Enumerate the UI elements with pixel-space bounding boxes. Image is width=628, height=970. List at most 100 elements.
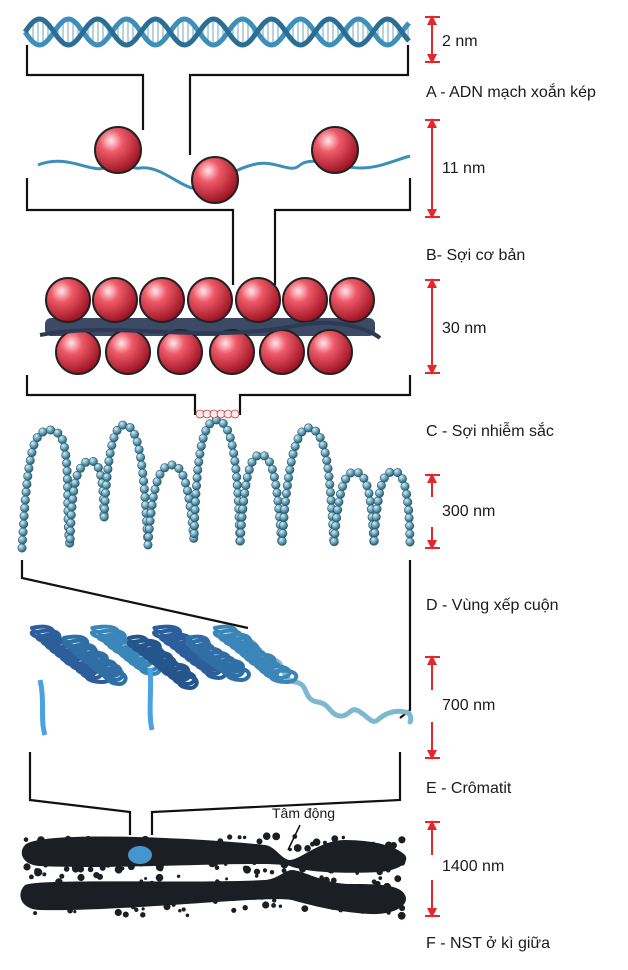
nucleosome-3: [311, 126, 359, 174]
chromatin-granule: [27, 892, 35, 900]
chromatin-granule: [281, 868, 287, 874]
fiber-bead: [62, 474, 72, 484]
fiber-bead: [297, 427, 307, 437]
chromatin-granule: [303, 891, 309, 897]
fiber-bead: [315, 433, 325, 443]
chromatin-granule: [339, 903, 344, 909]
fiber-bead: [231, 464, 241, 474]
fiber-bead: [280, 496, 290, 506]
chromatin-granule: [277, 889, 281, 893]
fiber-bead: [240, 488, 250, 498]
fiber-bead: [17, 543, 27, 553]
connector-c-d-right: [238, 375, 412, 415]
fiber-bead: [22, 479, 32, 489]
chromatin-granule: [295, 890, 304, 899]
chromatin-granule: [381, 888, 386, 893]
chromatin-granule: [189, 854, 196, 861]
fiber-bead: [279, 512, 289, 522]
fiber-bead: [23, 471, 33, 481]
nucleosome-top-4: [187, 277, 233, 323]
chromatin-granule: [327, 898, 331, 903]
fiber-bead: [244, 465, 254, 475]
nucleosome-top-3: [139, 277, 185, 323]
chromatin-granule: [128, 881, 134, 887]
chromatin-granule: [231, 907, 237, 913]
chromatin-granule: [139, 879, 144, 883]
chromatin-granule: [52, 896, 59, 903]
fiber-bead: [325, 487, 335, 497]
fiber-bead: [278, 528, 288, 538]
chromatin-granule: [367, 889, 373, 896]
chromatin-granule: [375, 902, 381, 908]
chromatin-granule: [312, 838, 321, 846]
fiber-bead: [229, 448, 239, 458]
fiber-bead: [125, 423, 135, 433]
sister-chromatid-bottom: [20, 870, 406, 915]
chromatin-granule: [242, 865, 249, 871]
chromatin-granule: [250, 892, 258, 900]
fiber-bead: [404, 505, 414, 515]
scale-bar-d: [425, 473, 440, 550]
fiber-bead: [132, 437, 142, 447]
solenoid-strand: [39, 320, 382, 340]
fiber-bead: [76, 463, 86, 473]
chromatin-granule: [313, 894, 319, 900]
chromatin-granule: [377, 843, 381, 847]
chromatin-granule: [240, 855, 246, 862]
fiber-bead: [19, 519, 29, 529]
chromatin-granule: [246, 844, 254, 851]
chromatin-granule: [141, 907, 145, 911]
chromatin-granule: [319, 875, 324, 880]
chromatin-granule: [114, 908, 122, 917]
centromere-highlight: [128, 846, 152, 864]
fiber-bead: [100, 504, 110, 514]
fiber-bead: [192, 473, 202, 483]
nucleosome-bottom-2: [105, 329, 151, 375]
chromatin-granule: [161, 883, 167, 890]
fiber-bead: [195, 449, 205, 459]
fiber-bead: [373, 496, 383, 506]
fiber-bead: [232, 480, 242, 490]
chromatin-granule: [87, 866, 94, 873]
fiber-bead: [140, 492, 150, 502]
fiber-bead: [146, 508, 156, 518]
chromatin-granule: [360, 910, 365, 914]
chromatin-granule: [242, 905, 248, 911]
fiber-bead: [65, 534, 75, 544]
fiber-bead: [138, 468, 148, 478]
chromatin-granule: [150, 837, 156, 843]
scale-bars: [425, 14, 440, 918]
fiber-bead: [282, 481, 292, 491]
chromatin-granule: [270, 880, 275, 885]
fiber-bead: [280, 504, 290, 514]
chromatin-granule: [379, 899, 384, 904]
stage-label-b: B- Sợi cơ bản: [426, 247, 526, 264]
chromatin-granule: [323, 862, 330, 869]
chromatin-granule: [301, 876, 308, 884]
chromatin-granule: [214, 865, 220, 871]
chromatin-granule: [50, 853, 56, 859]
chromatin-granule: [155, 873, 164, 882]
fiber-bead: [174, 463, 184, 473]
connector-a-b-right: [188, 45, 410, 155]
scale-bar-f: [425, 820, 440, 918]
nucleosome-fiber: [37, 126, 411, 204]
highlighted-bead: [230, 409, 240, 419]
chromatin-granule: [104, 840, 112, 849]
fiber-bead: [218, 418, 228, 428]
fiber-bead: [21, 487, 31, 497]
nucleosome-bottom-1: [55, 329, 101, 375]
fiber-bead: [242, 472, 252, 482]
fiber-bead: [331, 521, 341, 531]
fiber-bead: [334, 497, 344, 507]
chromatin-coil-4: [126, 634, 199, 691]
fiber-bead: [59, 442, 69, 452]
chromatin-granule: [360, 857, 367, 864]
chromatin-granule: [67, 896, 73, 903]
chromatin-granule: [394, 875, 402, 883]
chromatin-granule: [72, 865, 80, 873]
chromatin-granule: [85, 835, 92, 842]
chromatin-granule: [398, 836, 406, 844]
fiber-bead: [68, 494, 78, 504]
fiber-bead: [252, 451, 262, 461]
